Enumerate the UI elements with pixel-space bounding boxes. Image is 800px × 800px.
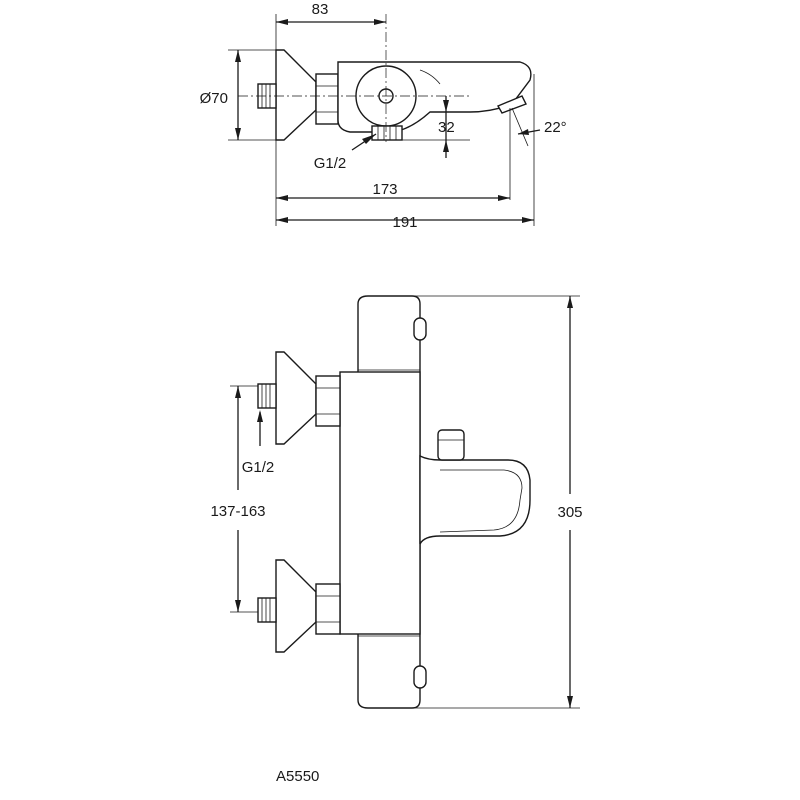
top-thread-label: G1/2 <box>314 155 347 172</box>
front-mixer-block <box>339 371 421 635</box>
front-lower-flange <box>275 559 317 653</box>
front-upper-hex-nut <box>315 375 341 427</box>
top-view: 83 Ø70 32 22° G1/2 173 <box>200 1 567 231</box>
front-lower-thread <box>257 597 277 623</box>
front-thread-label: G1/2 <box>242 459 275 476</box>
front-upper-thread <box>257 383 277 409</box>
dim-191-label: 191 <box>392 214 417 231</box>
dim-173-label: 173 <box>372 181 397 198</box>
dim-83-label: 83 <box>312 1 329 18</box>
front-top-marker <box>413 317 427 341</box>
dim-angle-label: 22° <box>544 119 567 136</box>
top-wall-flange <box>275 49 317 141</box>
model-code: A5550 <box>276 768 319 785</box>
top-spout-nozzle <box>496 95 527 114</box>
front-view: G1/2 137-163 305 <box>210 295 583 709</box>
front-lower-hex-nut <box>315 583 341 635</box>
top-hex-nut <box>315 73 339 125</box>
front-spout <box>419 454 531 545</box>
dim-32-label: 32 <box>438 119 455 136</box>
top-outlet-thread <box>371 125 403 141</box>
front-bottom-marker <box>413 665 427 689</box>
dim-305-label: 305 <box>557 504 582 521</box>
front-diverter-button <box>437 429 465 461</box>
dim-d70-label: Ø70 <box>200 90 228 107</box>
dim-range-label: 137-163 <box>210 503 265 520</box>
front-upper-flange <box>275 351 317 445</box>
